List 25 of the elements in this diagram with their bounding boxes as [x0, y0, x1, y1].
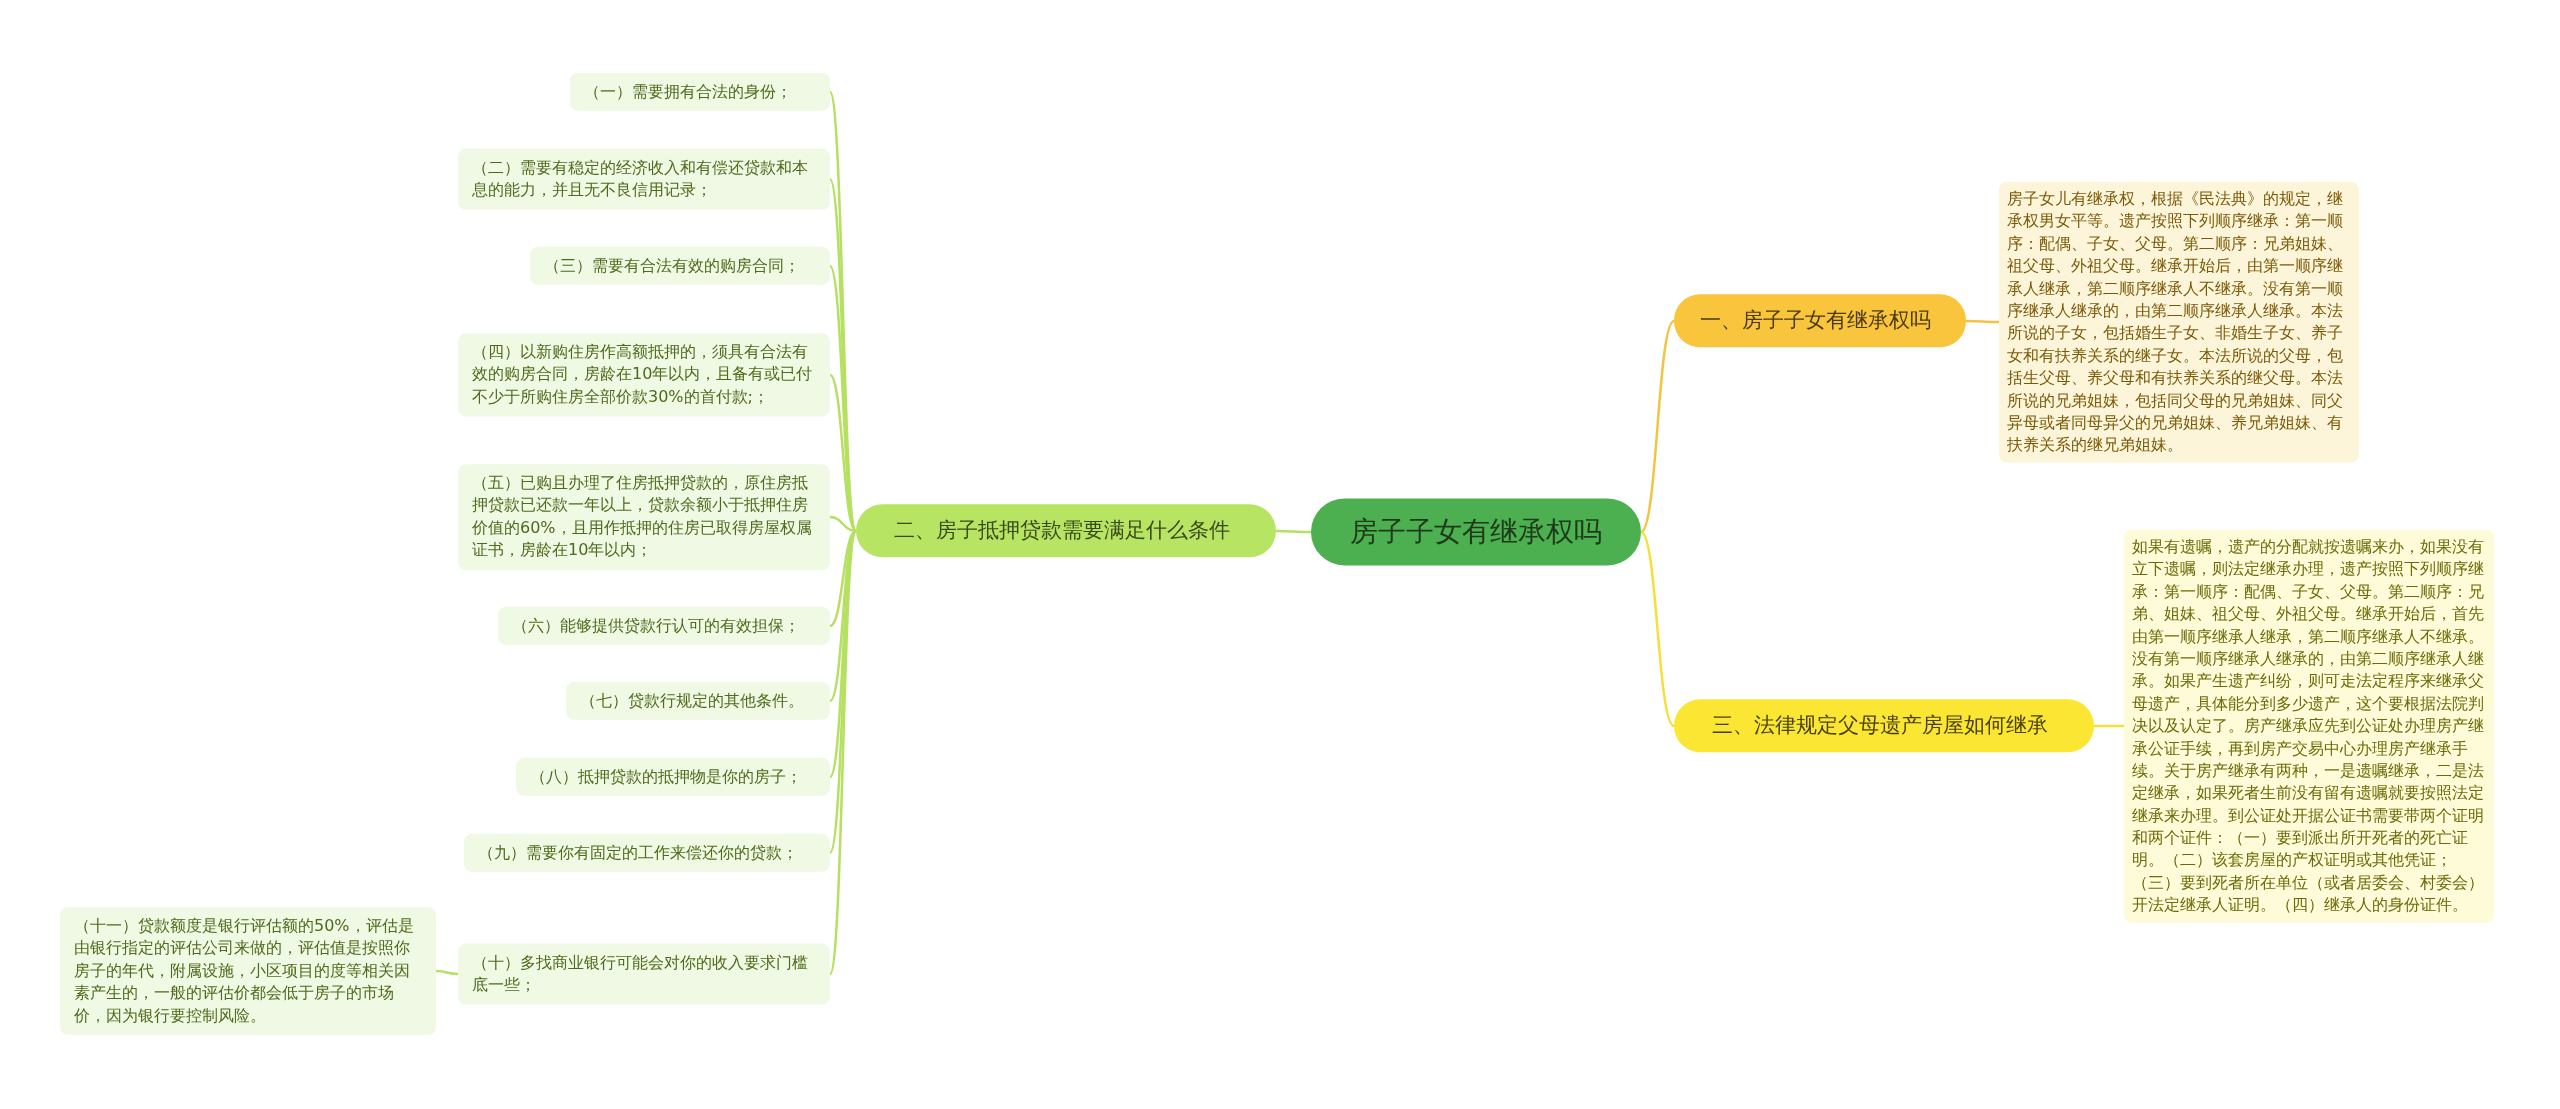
branch-topic: 一、房子子女有继承权吗: [1674, 294, 1966, 348]
subtopic-box: （四）以新购住房作高额抵押的，须具有合法有效的购房合同，房龄在10年以内，且备有或已付不少于所购住房全部价款30%的首付款;；: [458, 333, 830, 417]
subtopic-box: （十）多找商业银行可能会对你的收入要求门槛底一些；: [458, 943, 830, 1005]
subtopic-box: （六）能够提供贷款行认可的有效担保；: [498, 606, 830, 646]
connector-line: [829, 374, 857, 532]
connector-line: [1276, 529, 1311, 534]
subtopic-box: （三）需要有合法有效的购房合同；: [530, 246, 830, 286]
subtopic-box: （八）抵押贷款的抵押物是你的房子；: [516, 757, 830, 797]
subtopic-box: （十一）贷款额度是银行评估额的50%，评估是由银行指定的评估公司来做的，评估值是按照你房子的年代，附属设施，小区项目的度等相关因素产生的，一般的评估价都会低于房子的市场价，因为银行要控制风险。: [60, 907, 436, 1035]
connector-line: [435, 969, 459, 976]
subtopic-box: （七）贷款行规定的其他条件。: [566, 681, 830, 721]
connector-line: [1640, 320, 1675, 533]
subtopic-box: （一）需要拥有合法的身份；: [570, 72, 830, 112]
note-box: 如果有遗嘱，遗产的分配就按遗嘱来办，如果没有立下遗嘱，则法定继承办理，遗产按照下列顺序继承：第一顺序：配偶、子女、父母。第二顺序：兄弟、姐妹、祖父母、外祖父母。继承开始后，首先由第一顺序继承人继承，第二顺序继承人不继承。没有第一顺序继承人继承的，由第二顺序继承人继承。如果产生遗产纠纷，则可走法定程序来继承父母遗产，具体能分到多少遗产，这个要根据法院判决以及认定了。房产继承应先到公证处办理房产继承公证手续，再到房产交易中心办理房产继承手续。关于房产继承有两种，一是遗嘱继承，二是法定继承，如果死者生前没有留有遗嘱就要按照法定继承来办理。到公证处开据公证书需要带两个证明和两个证件：（一）要到派出所开死者的死亡证明。（二）该套房屋的产权证明或其他凭证；（三）要到死者所在单位（或者居委会、村委会）开法定继承人证明。（四）继承人的身份证件。: [2124, 529, 2494, 923]
branch-topic: 三、法律规定父母遗产房屋如何继承: [1674, 699, 2094, 753]
branch-topic: 二、房子抵押贷款需要满足什么条件: [856, 504, 1276, 558]
note-box: 房子女儿有继承权，根据《民法典》的规定，继承权男女平等。遗产按照下列顺序继承：第一顺序：配偶、子女、父母。第二顺序：兄弟姐妹、祖父母、外祖父母。继承开始后，由第一顺序继承人继承，第二顺序继承人不继承。没有第一顺序继承人继承的，由第二顺序继承人继承。本法所说的子女，包括婚生子女、非婚生子女、养子女和有扶养关系的继子女。本法所说的父母，包括生父母、养父母和有扶养关系的继父母。本法所说的兄弟姐妹，包括同父母的兄弟姐妹、同父异母或者同母异父的兄弟姐妹、养兄弟姐妹、有扶养关系的继兄弟姐妹。: [1999, 181, 2359, 463]
connector-line: [1640, 531, 1675, 727]
central-topic: 房子子女有继承权吗: [1311, 498, 1641, 566]
subtopic-box: （二）需要有稳定的经济收入和有偿还贷款和本息的能力，并且无不良信用记录；: [458, 148, 830, 210]
connector-line: [2094, 724, 2124, 728]
subtopic-box: （九）需要你有固定的工作来偿还你的贷款；: [464, 833, 830, 873]
connector-line: [1966, 319, 1999, 324]
connector-line: [829, 515, 857, 533]
subtopic-box: （五）已购且办理了住房抵押贷款的，原住房抵押贷款已还款一年以上，贷款余额小于抵押住房价值的60%，且用作抵押的住房已取得房屋权属证书，房龄在10年以内；: [458, 464, 830, 570]
